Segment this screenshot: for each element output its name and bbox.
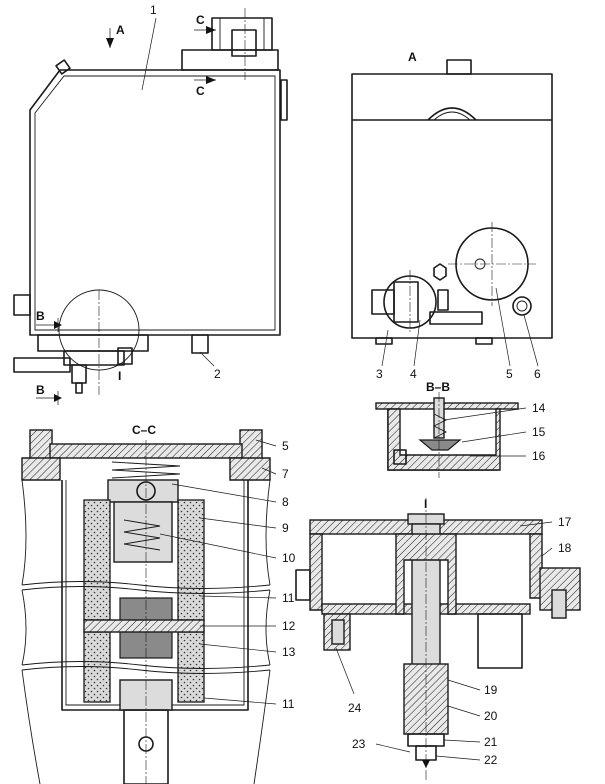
callout-11-top: 11 <box>282 591 295 605</box>
mark-b-top: B <box>36 309 45 323</box>
callout-24: 24 <box>348 701 362 715</box>
callout-11-bottom: 11 <box>282 697 295 711</box>
callout-20: 20 <box>484 709 498 723</box>
mark-detail: I <box>118 369 121 383</box>
callout-8: 8 <box>282 495 289 509</box>
callout-5-top: 5 <box>506 367 513 381</box>
callout-22: 22 <box>484 753 498 767</box>
callout-9: 9 <box>282 521 289 535</box>
callout-3: 3 <box>376 367 383 381</box>
mark-b-bottom: B <box>36 383 45 397</box>
front-view <box>13 8 288 395</box>
callout-19: 19 <box>484 683 498 697</box>
detail-title: I <box>424 497 427 511</box>
callout-12: 12 <box>282 619 296 633</box>
detail-i: I <box>295 497 581 780</box>
callout-7: 7 <box>282 467 289 481</box>
mark-c-bottom: C <box>196 84 205 98</box>
callout-1: 1 <box>150 3 157 17</box>
callout-14: 14 <box>532 401 546 415</box>
callout-16: 16 <box>532 449 546 463</box>
callout-23: 23 <box>352 737 366 751</box>
callout-15: 15 <box>532 425 546 439</box>
section-bb-title: B–B <box>426 380 450 394</box>
callout-13: 13 <box>282 645 296 659</box>
callouts: 1 2 3 4 5 6 14 15 16 5 7 8 9 10 11 12 13 <box>141 3 572 767</box>
section-cc-title: C–C <box>132 423 156 437</box>
view-a-title: A <box>408 50 417 64</box>
callout-5: 5 <box>282 439 289 453</box>
section-bb: B–B <box>375 380 519 478</box>
view-a: A <box>351 50 553 345</box>
callout-10: 10 <box>282 551 296 565</box>
mark-a: A <box>116 23 125 37</box>
callout-6: 6 <box>534 367 541 381</box>
callout-21: 21 <box>484 735 498 749</box>
callout-18: 18 <box>558 541 572 555</box>
section-cc: C–C <box>21 423 271 784</box>
callout-2: 2 <box>214 367 221 381</box>
section-marks: A C C B B I <box>36 13 216 405</box>
mark-c-top: C <box>196 13 205 27</box>
callout-4: 4 <box>410 367 417 381</box>
callout-17: 17 <box>558 515 572 529</box>
